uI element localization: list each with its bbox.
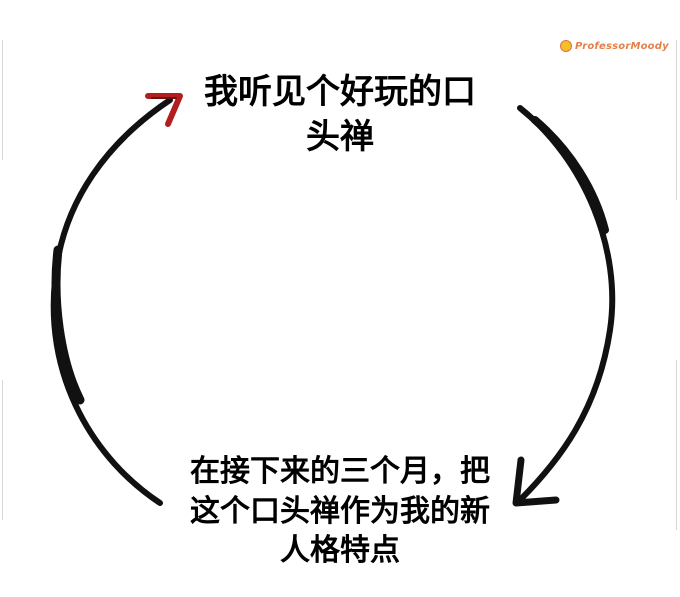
top-arrowhead-icon [145,93,183,127]
left-arrow-thick-segment [51,245,85,405]
bottom-caption: 在接下来的三个月，把 这个口头禅作为我的新 人格特点 [190,454,490,569]
right-edge-line-lower [676,360,677,530]
left-cycle-arrow [50,97,173,506]
right-arrow-thick-segment [531,116,609,234]
left-edge-line-lower [2,380,3,520]
left-edge-line [2,40,3,160]
right-edge-line [676,40,677,200]
right-cycle-arrow [517,105,616,503]
watermark-text: ProfessorMoody [575,40,669,52]
watermark-logo-icon [560,40,572,52]
watermark: ProfessorMoody [560,38,670,54]
bottom-arrowhead-icon [512,456,560,507]
top-caption: 我听见个好玩的口 头禅 [204,72,476,157]
